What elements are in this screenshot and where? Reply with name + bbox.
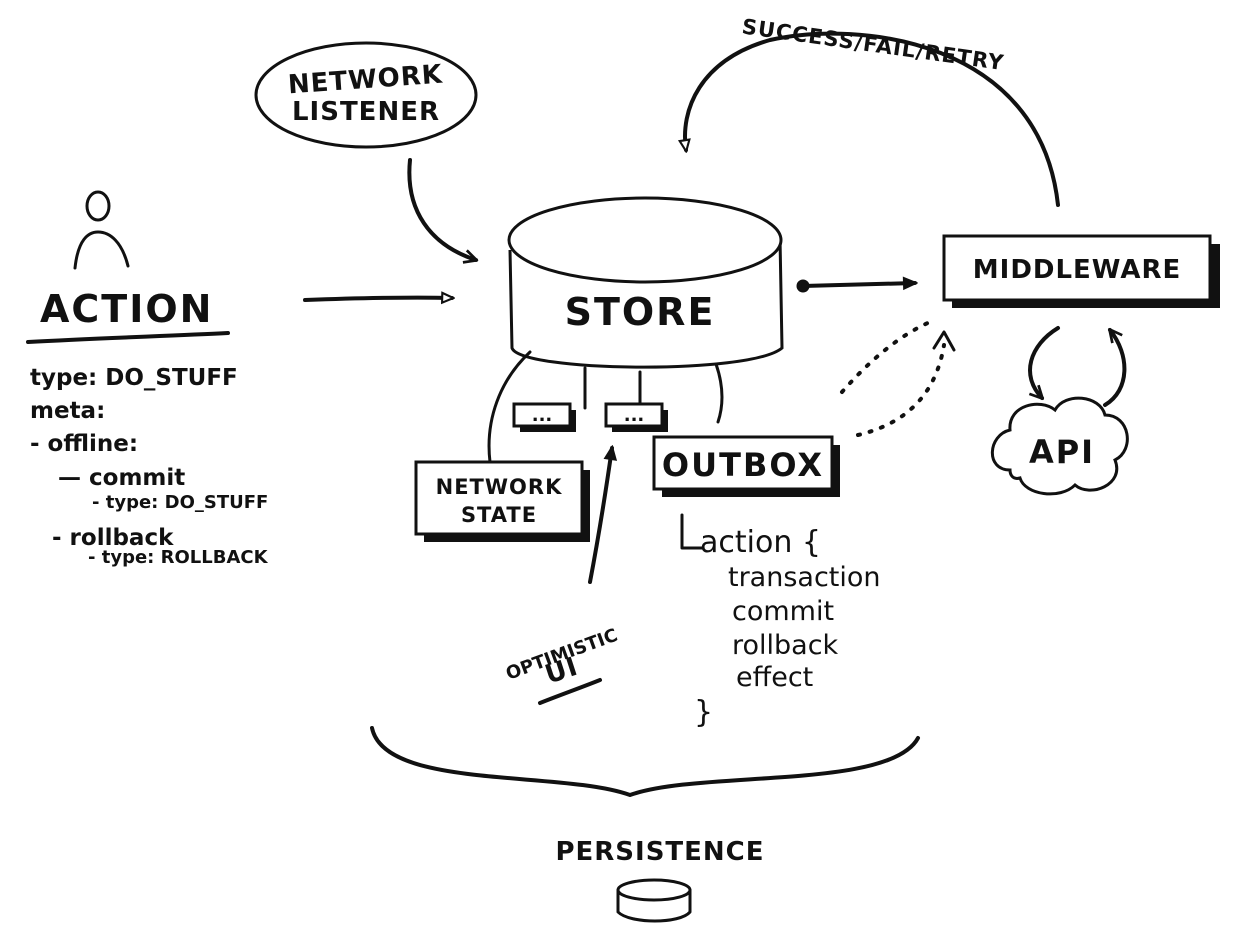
outbox-action-close: } [694, 695, 713, 730]
outbox-field-4: effect [736, 662, 813, 693]
outbox-field-1: transaction [728, 562, 881, 593]
network-state-line1: NETWORK [436, 475, 563, 499]
outbox-field-3: rollback [732, 630, 839, 661]
outbox-action-open: action { [700, 525, 821, 560]
feedback-label: SUCCESS/FAIL/RETRY [740, 14, 1005, 75]
outbox-label: OUTBOX [662, 446, 824, 484]
action-line-4: — commit [58, 465, 185, 491]
store-label: STORE [565, 290, 716, 334]
persistence-label: PERSISTENCE [555, 837, 764, 867]
action-line-5: - type: DO_STUFF [92, 492, 268, 513]
action-line-6: - rollback [52, 525, 174, 551]
network-state-line2: STATE [461, 503, 537, 527]
network-state: NETWORK STATE [414, 460, 590, 542]
middleware-label: MIDDLEWARE [973, 255, 1181, 285]
store-substate-dots-1: ... [532, 405, 553, 426]
network-listener-line2: LISTENER [292, 97, 440, 127]
network-listener: NETWORK LISTENER [254, 41, 479, 264]
api-cloud: API [990, 396, 1129, 496]
action-title: ACTION [40, 287, 213, 331]
database-icon [616, 878, 692, 923]
action-line-7: - type: ROLLBACK [88, 547, 269, 568]
dotted-arrows [840, 320, 956, 437]
store-substate-dots-2: ... [624, 405, 645, 426]
api-label: API [1029, 433, 1095, 471]
action-line-3: - offline: [30, 431, 138, 457]
middleware: MIDDLEWARE [942, 234, 1220, 407]
network-listener-line1: NETWORK [287, 60, 444, 101]
outbox: OUTBOX [652, 435, 840, 550]
feedback-arc: SUCCESS/FAIL/RETRY [685, 14, 1060, 207]
user-icon [73, 190, 130, 270]
action-line-2: meta: [30, 398, 105, 424]
outbox-action-structure: action { transaction commit rollback eff… [694, 525, 881, 730]
action-line-1: type: DO_STUFF [30, 365, 238, 391]
outbox-field-2: commit [732, 596, 834, 627]
action-block: ACTION type: DO_STUFF meta: - offline: —… [26, 190, 452, 568]
persistence: PERSISTENCE [370, 726, 920, 923]
store-to-middleware-arrow [796, 280, 915, 293]
store: STORE ... ... [487, 196, 784, 464]
